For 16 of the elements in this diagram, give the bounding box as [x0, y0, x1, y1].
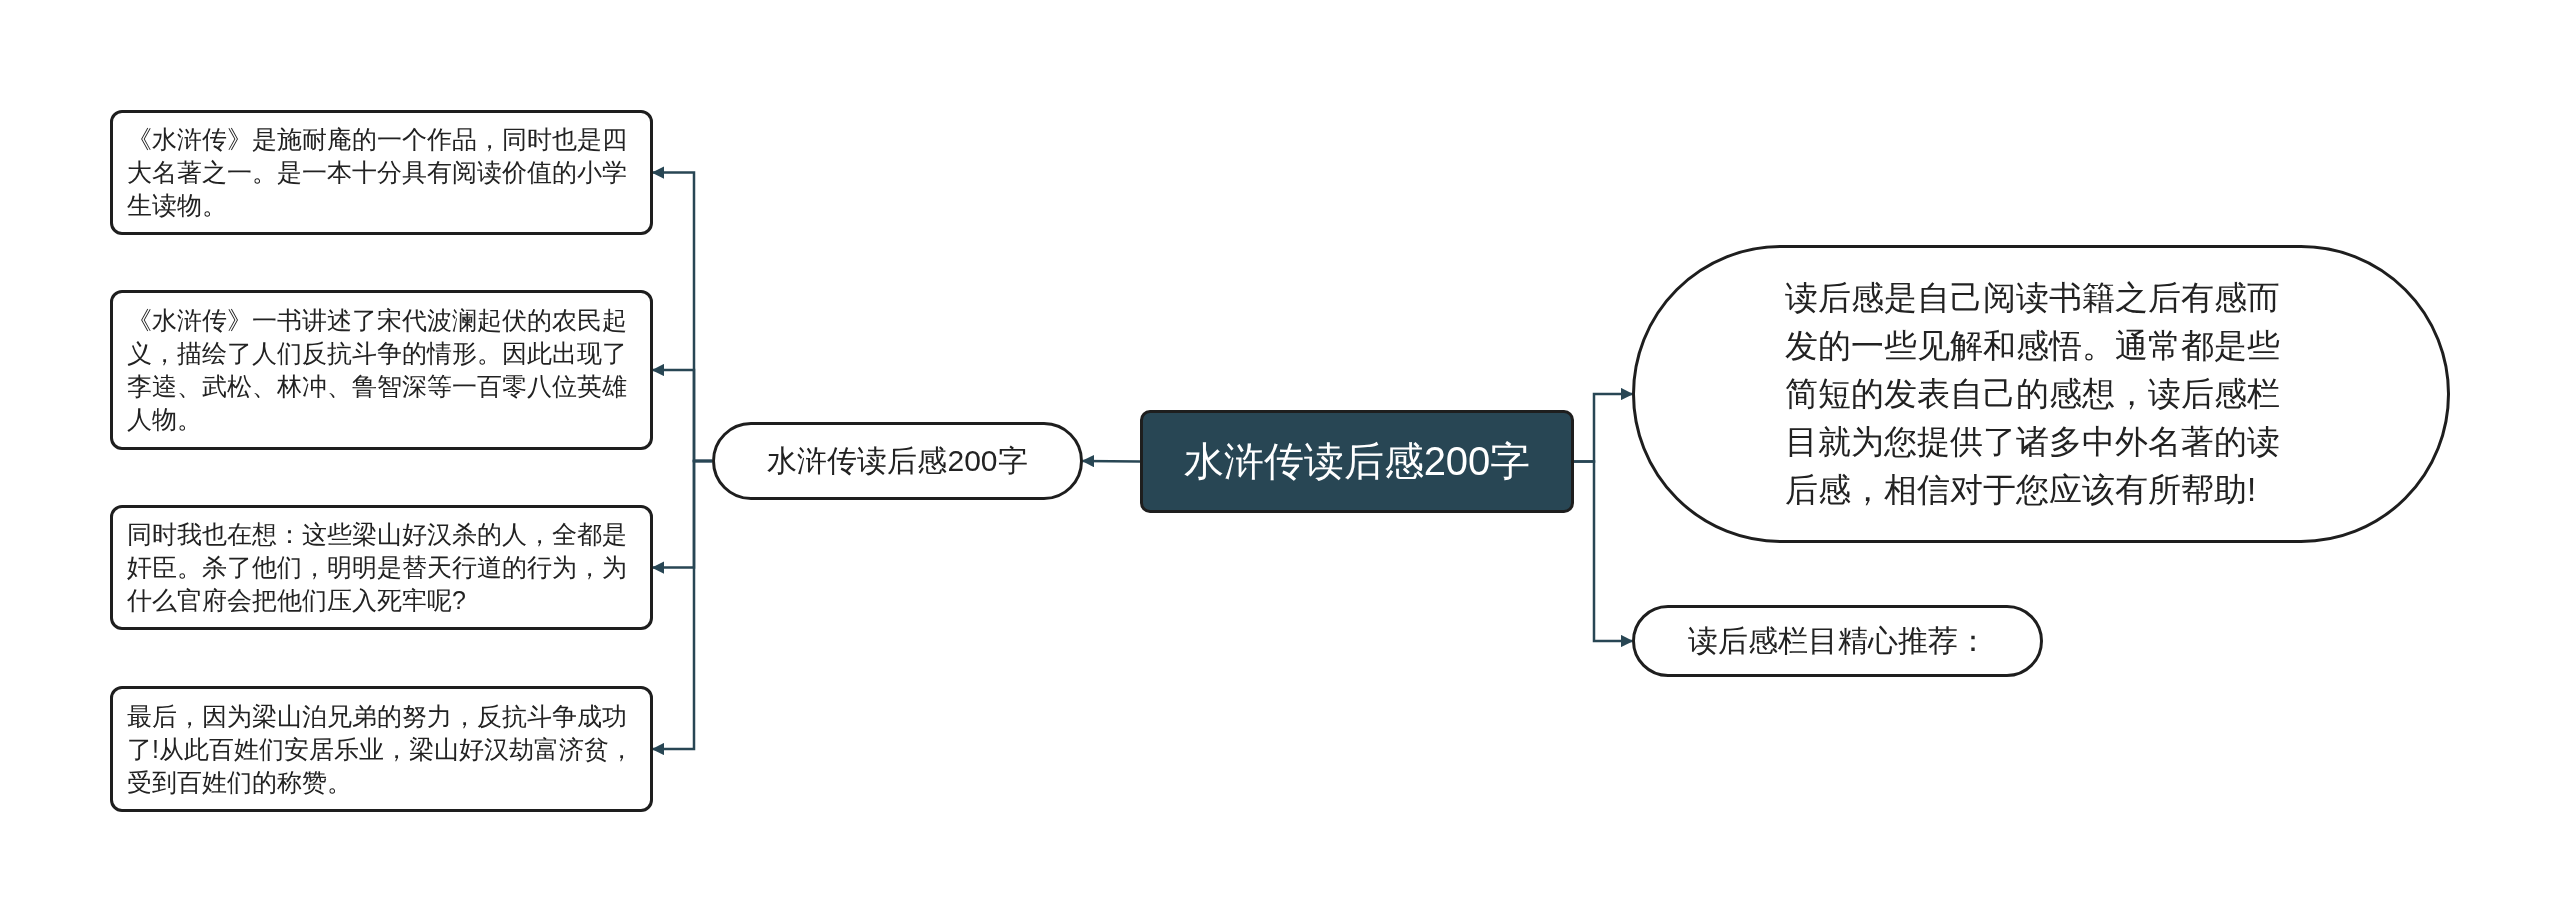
connector-arrow — [1081, 454, 1140, 468]
node-text: 读后感是自己阅读书籍之后有感而发的一些见解和感悟。通常都是些简短的发表自己的感想，读后感栏目就为您提供了诸多中外名著的读后感，相信对于您应该有所帮助! — [1785, 278, 2281, 510]
node-text: 水浒传读后感200字 — [1183, 438, 1531, 485]
central-topic-box — [1140, 410, 1574, 513]
node-text: 《水浒传》一书讲述了宋代波澜起伏的农民起义，描绘了人们反抗斗争的情形。因此出现了李逵、武松、林冲、鲁智深等一百零八位英雄人物。 — [127, 305, 628, 435]
node-text: 同时我也在想：这些梁山好汉杀的人，全都是奸臣。杀了他们，明明是替天行道的行为，为什么官府会把他们压入死牢呢? — [127, 519, 628, 616]
node-text: 《水浒传》是施耐庵的一个作品，同时也是四大名著之一。是一本十分具有阅读价值的小学生读物。 — [127, 124, 628, 221]
note-box — [110, 290, 653, 450]
connector-arrow — [651, 459, 712, 756]
node-text: 读后感栏目精心推荐： — [1687, 622, 1988, 659]
connector-arrow — [1574, 460, 1634, 648]
note-box — [110, 686, 653, 812]
node-text: 水浒传读后感200字 — [767, 442, 1028, 479]
note-box — [110, 110, 653, 235]
note-box — [110, 505, 653, 630]
node-text: 最后，因为梁山泊兄弟的努力，反抗斗争成功了!从此百姓们安居乐业，梁山好汉劫富济贫，受到百姓们的称赞。 — [127, 700, 635, 798]
